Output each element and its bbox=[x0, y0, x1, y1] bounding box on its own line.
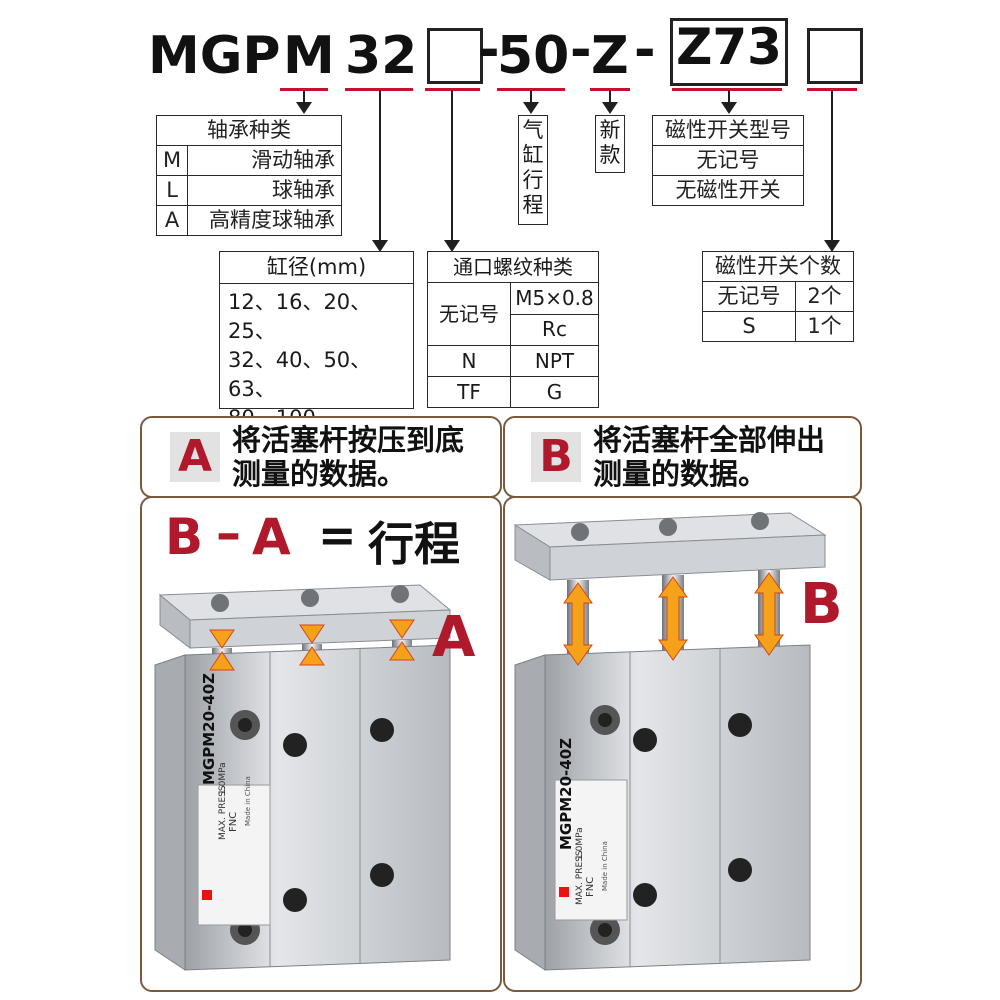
port-code: N bbox=[428, 346, 511, 377]
stroke-char: 程 bbox=[522, 193, 544, 217]
model-dash-3: - bbox=[634, 20, 656, 80]
new-char: 款 bbox=[599, 143, 621, 167]
switch-table-header: 磁性开关型号 bbox=[652, 115, 804, 146]
connector-count bbox=[831, 90, 833, 244]
switch-count-box bbox=[807, 28, 863, 84]
switch-model-box bbox=[670, 18, 788, 86]
arrow-count bbox=[824, 240, 840, 252]
bore-values-line: 12、16、20、25、 bbox=[228, 290, 372, 343]
stroke-char: 行 bbox=[522, 168, 544, 192]
count-value: 2个 bbox=[795, 281, 854, 312]
stroke-char: 缸 bbox=[522, 143, 544, 167]
underline-port bbox=[425, 88, 480, 91]
stroke-char: 气 bbox=[522, 118, 544, 142]
formula-b: B bbox=[165, 508, 204, 566]
arrow-bearing bbox=[296, 102, 312, 114]
formula-equals: = bbox=[318, 508, 357, 562]
stroke-label: 气 缸 行 程 bbox=[518, 115, 548, 225]
panel-b-text-2: 测量的数据。 bbox=[593, 457, 768, 491]
arrow-new bbox=[602, 102, 618, 114]
bearing-desc: 高精度球轴承 bbox=[187, 205, 342, 236]
underline-bore bbox=[345, 88, 413, 91]
panel-b-label: B bbox=[531, 432, 581, 482]
port-table: 通口螺纹种类 无记号 M5×0.8 Rc N NPT TF G bbox=[427, 251, 599, 408]
model-part-bearing: M bbox=[283, 26, 335, 86]
port-desc: Rc bbox=[511, 314, 598, 346]
bore-table: 缸径(mm) 12、16、20、25、 32、40、50、63、 80、100 bbox=[219, 251, 414, 430]
bore-table-header: 缸径(mm) bbox=[220, 252, 413, 284]
cylinder-a-brand: FNC bbox=[228, 811, 239, 832]
cylinder-b-illustration bbox=[513, 512, 827, 971]
connector-new bbox=[609, 90, 611, 104]
connector-stroke bbox=[530, 90, 532, 104]
arrow-stroke bbox=[523, 102, 539, 114]
underline-bearing bbox=[280, 88, 328, 91]
bearing-desc: 球轴承 bbox=[187, 175, 342, 206]
model-dash-1: - bbox=[478, 20, 500, 80]
formula-result: 行程 bbox=[368, 517, 460, 571]
port-desc: M5×0.8 bbox=[511, 283, 598, 315]
panel-a-text-1: 将活塞杆按压到底 bbox=[232, 423, 465, 457]
port-desc: G bbox=[546, 380, 563, 404]
port-code: TF bbox=[428, 377, 511, 407]
model-part-switch: Z73 bbox=[676, 18, 782, 76]
model-prefix: MGP bbox=[148, 26, 281, 86]
cylinder-a-model: MGPM20-40Z bbox=[200, 672, 218, 785]
underline-new bbox=[590, 88, 630, 91]
bearing-code: M bbox=[155, 145, 189, 176]
underline-switch bbox=[672, 88, 782, 91]
connector-bearing bbox=[303, 90, 305, 104]
arrow-switch bbox=[721, 102, 737, 114]
model-part-bore: 32 bbox=[345, 26, 418, 86]
connector-bore bbox=[379, 90, 381, 244]
model-part-stroke: 50 bbox=[497, 26, 570, 86]
switch-table-row: 无磁性开关 bbox=[652, 175, 804, 206]
panel-b-text-1: 将活塞杆全部伸出 bbox=[593, 423, 826, 457]
bearing-table-header: 轴承种类 bbox=[156, 115, 342, 146]
panel-a-header: A 将活塞杆按压到底 测量的数据。 bbox=[140, 416, 502, 498]
connector-port bbox=[451, 90, 453, 244]
cylinder-a-made-in: Made in China bbox=[244, 776, 252, 826]
cylinder-a-pressure-value: 1.0MPa bbox=[218, 762, 228, 795]
new-char: 新 bbox=[599, 118, 621, 142]
panel-b-header: B 将活塞杆全部伸出 测量的数据。 bbox=[503, 416, 862, 498]
arrow-port bbox=[444, 240, 460, 252]
count-code: 无记号 bbox=[701, 281, 797, 312]
count-table-header: 磁性开关个数 bbox=[702, 251, 854, 282]
cylinder-b-brand: FNC bbox=[585, 876, 596, 897]
formula-dash: – bbox=[216, 504, 241, 562]
panel-a-text-2: 测量的数据。 bbox=[232, 457, 407, 491]
switch-model-table: 磁性开关型号 无记号 无磁性开关 bbox=[652, 115, 804, 206]
connector-switch bbox=[728, 90, 730, 104]
formula-a: A bbox=[252, 508, 291, 566]
model-part-new: Z bbox=[591, 26, 629, 86]
marker-b: B bbox=[800, 572, 843, 637]
bearing-code: L bbox=[155, 175, 189, 206]
port-desc: NPT bbox=[511, 346, 598, 377]
cylinder-b-pressure-value: 1.0MPa bbox=[575, 827, 585, 860]
panel-a-label: A bbox=[170, 432, 220, 482]
model-dash-2: - bbox=[570, 20, 592, 80]
bearing-code: A bbox=[155, 205, 189, 236]
bearing-desc: 滑动轴承 bbox=[187, 145, 342, 176]
cylinder-b-model: MGPM20-40Z bbox=[557, 737, 575, 850]
port-thread-box bbox=[427, 28, 483, 84]
cylinder-a-illustration bbox=[154, 584, 452, 971]
underline-stroke bbox=[497, 88, 565, 91]
bore-values-line: 32、40、50、63、 bbox=[228, 348, 372, 401]
count-code: S bbox=[701, 311, 797, 342]
underline-count bbox=[807, 88, 857, 91]
port-none-label: 无记号 bbox=[428, 283, 511, 346]
new-model-label: 新 款 bbox=[595, 115, 625, 173]
arrow-bore bbox=[372, 240, 388, 252]
marker-a: A bbox=[432, 605, 476, 670]
count-value: 1个 bbox=[795, 311, 854, 342]
switch-table-row: 无记号 bbox=[652, 145, 804, 176]
port-table-header: 通口螺纹种类 bbox=[428, 252, 598, 283]
cylinder-b-made-in: Made in China bbox=[601, 841, 609, 891]
